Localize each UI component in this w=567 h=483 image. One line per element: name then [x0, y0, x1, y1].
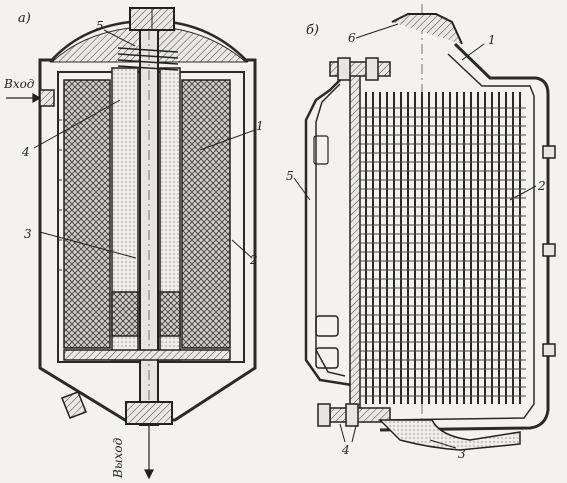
panel-a-callout-1: 1: [256, 119, 264, 133]
panel-a-label: а): [18, 11, 31, 26]
panel-b-label: б): [306, 23, 319, 38]
panel-b-callout-1: 1: [488, 33, 496, 47]
inlet-label: Вход: [3, 77, 35, 91]
panel-b-callout-4: 4: [341, 443, 350, 457]
panel-a-callout-4: 4: [21, 145, 30, 159]
panel-b-callout-6: 6: [348, 31, 356, 45]
panel-b-callout-2: 2: [537, 179, 546, 193]
heat-exchanger-fins: [365, 92, 521, 404]
panel-b-callout-3: 3: [458, 447, 466, 461]
panel-a-callout-3: 3: [24, 227, 32, 241]
outlet-label: Выход: [111, 437, 125, 479]
panel-b-drawing: [293, 4, 556, 451]
panel-a-drawing: [6, 7, 257, 480]
panel-a-callout-2: 2: [249, 253, 258, 267]
panel-a-callout-5: 5: [96, 19, 104, 33]
panel-b-callout-5: 5: [286, 169, 294, 183]
heat-exchanger-tubes: [360, 107, 526, 397]
